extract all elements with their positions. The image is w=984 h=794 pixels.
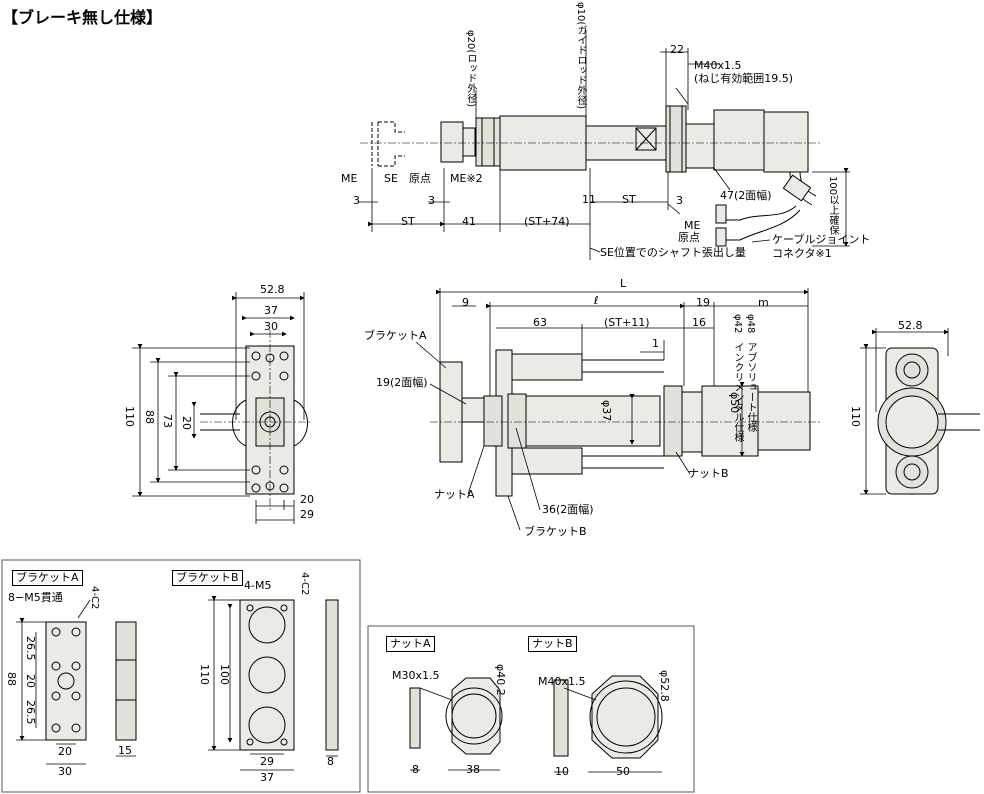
top-se-note: SE位置でのシャフト張出し量 (600, 246, 746, 259)
top-se-label: SE (384, 172, 398, 185)
front-across-flats-36: 36(2面幅) (542, 503, 594, 516)
nut-b-outline (553, 675, 663, 773)
side-view-outline (132, 292, 310, 524)
front-phi-48: φ48 (745, 314, 756, 334)
front-nut-a-label: ナットA (434, 488, 475, 501)
top-across-flats-47: 47(2面幅) (720, 189, 772, 202)
side-bottom-29: 29 (300, 508, 314, 521)
nut-panel-frame (367, 625, 695, 793)
bracket-a-thickness-15: 15 (118, 744, 132, 757)
bracket-b-outline (208, 596, 339, 771)
bracket-a-pitch-26-5b: 26.5 (24, 700, 37, 725)
top-me-note-label: ME※2 (450, 172, 483, 185)
top-me-right: ME (684, 219, 701, 232)
side-height-20: 20 (180, 416, 193, 430)
end-width-52-8: 52.8 (898, 319, 923, 332)
front-dim-9: 9 (462, 296, 469, 309)
nut-a-diameter: φ40.2 (494, 664, 507, 696)
bracket-a-pitch-20: 20 (24, 674, 37, 688)
top-dim-st74: (ST+74) (524, 215, 570, 228)
bracket-a-height-88: 88 (5, 672, 18, 686)
top-origin-right: 原点 (678, 231, 700, 244)
top-rod-diameter: φ20(ロッド外径) (465, 30, 476, 108)
end-height-110: 110 (849, 406, 862, 427)
front-dim-st11: (ST+11) (604, 316, 650, 329)
front-phi-50: φ50 (728, 392, 741, 414)
nut-a-width: 38 (466, 763, 480, 776)
bracket-a-holes: 8−M5貫通 (8, 591, 63, 604)
bracket-b-width-37: 37 (260, 771, 274, 784)
bracket-b-height-100: 100 (218, 664, 231, 685)
front-across-flats-19: 19(2面幅) (376, 376, 428, 389)
side-height-88: 88 (143, 410, 156, 424)
nut-a-thickness: 8 (412, 763, 419, 776)
side-width-52-8: 52.8 (260, 283, 285, 296)
nut-b-title: ナットB (528, 636, 577, 652)
top-me-label: ME (341, 172, 358, 185)
nut-a-title: ナットA (386, 636, 435, 652)
bracket-a-width-30: 30 (58, 765, 72, 778)
top-dim-3a: 3 (353, 194, 360, 207)
front-dim-1: 1 (652, 337, 659, 350)
top-thread-note: (ねじ有効範囲19.5) (694, 72, 794, 85)
front-bracket-b-label: ブラケットB (524, 525, 587, 538)
front-incremental-spec: インクリメンタル仕様 (732, 342, 743, 442)
top-bend-radius: 100以上確保 (827, 176, 838, 236)
top-dim-st2: ST (622, 193, 636, 206)
top-cable-label-1: ケーブルジョイント (772, 233, 871, 246)
front-dim-L: L (620, 277, 627, 290)
nut-b-thread: M40x1.5 (538, 675, 586, 688)
front-nut-b-label: ナットB (688, 467, 729, 480)
top-origin-label: 原点 (409, 172, 431, 185)
nut-b-diameter: φ52.8 (658, 670, 671, 702)
nut-b-thickness: 10 (555, 765, 569, 778)
side-height-110: 110 (123, 406, 136, 427)
top-dim-st: ST (401, 215, 415, 228)
front-dim-19: 19 (696, 296, 710, 309)
front-bracket-a-label: ブラケットA (364, 329, 427, 342)
nut-a-outline (409, 677, 503, 771)
top-dim-3b: 3 (428, 194, 435, 207)
page-title: 【ブレーキ無し仕様】 (2, 8, 163, 27)
front-dim-16: 16 (692, 316, 706, 329)
side-bottom-20: 20 (300, 493, 314, 506)
front-dim-m: m (758, 296, 769, 309)
bracket-a-width-20: 20 (58, 745, 72, 758)
top-view-outline (358, 30, 850, 260)
front-dim-ell: ℓ (594, 294, 599, 307)
bracket-panel-frame (1, 559, 361, 793)
bracket-b-title: ブラケットB (172, 570, 243, 586)
front-phi-37: φ37 (600, 400, 613, 422)
front-dim-63: 63 (533, 316, 547, 329)
bracket-a-pitch-26-5a: 26.5 (24, 636, 37, 661)
top-dim-3c: 3 (676, 194, 683, 207)
front-phi-42: φ42 (732, 314, 743, 334)
top-thread-label: M40x1.5 (694, 59, 742, 72)
side-width-30: 30 (264, 320, 278, 333)
bracket-a-title: ブラケットA (12, 570, 83, 586)
bracket-a-outline (16, 599, 137, 765)
bracket-b-chamfer: 4-C2 (299, 572, 310, 596)
front-view-outline (415, 288, 820, 531)
top-dim-22: 22 (670, 43, 684, 56)
nut-b-width: 50 (616, 765, 630, 778)
bracket-b-height-110: 110 (198, 664, 211, 685)
end-view-outline (860, 328, 980, 495)
side-width-37: 37 (264, 304, 278, 317)
bracket-b-thickness-8: 8 (327, 755, 334, 768)
bracket-a-chamfer: 4-C2 (89, 586, 100, 610)
top-dim-11: 11 (582, 193, 596, 206)
front-absolute-spec: アブソリュート仕様 (745, 342, 756, 432)
bracket-b-holes: 4-M5 (244, 579, 272, 592)
nut-a-thread: M30x1.5 (392, 669, 440, 682)
bracket-b-width-29: 29 (260, 755, 274, 768)
top-cable-label-2: コネクタ※1 (772, 247, 832, 260)
top-dim-41: 41 (462, 215, 476, 228)
top-guide-diameter: φ10(ガイドロッド外径) (575, 2, 586, 110)
side-height-73: 73 (161, 414, 174, 428)
